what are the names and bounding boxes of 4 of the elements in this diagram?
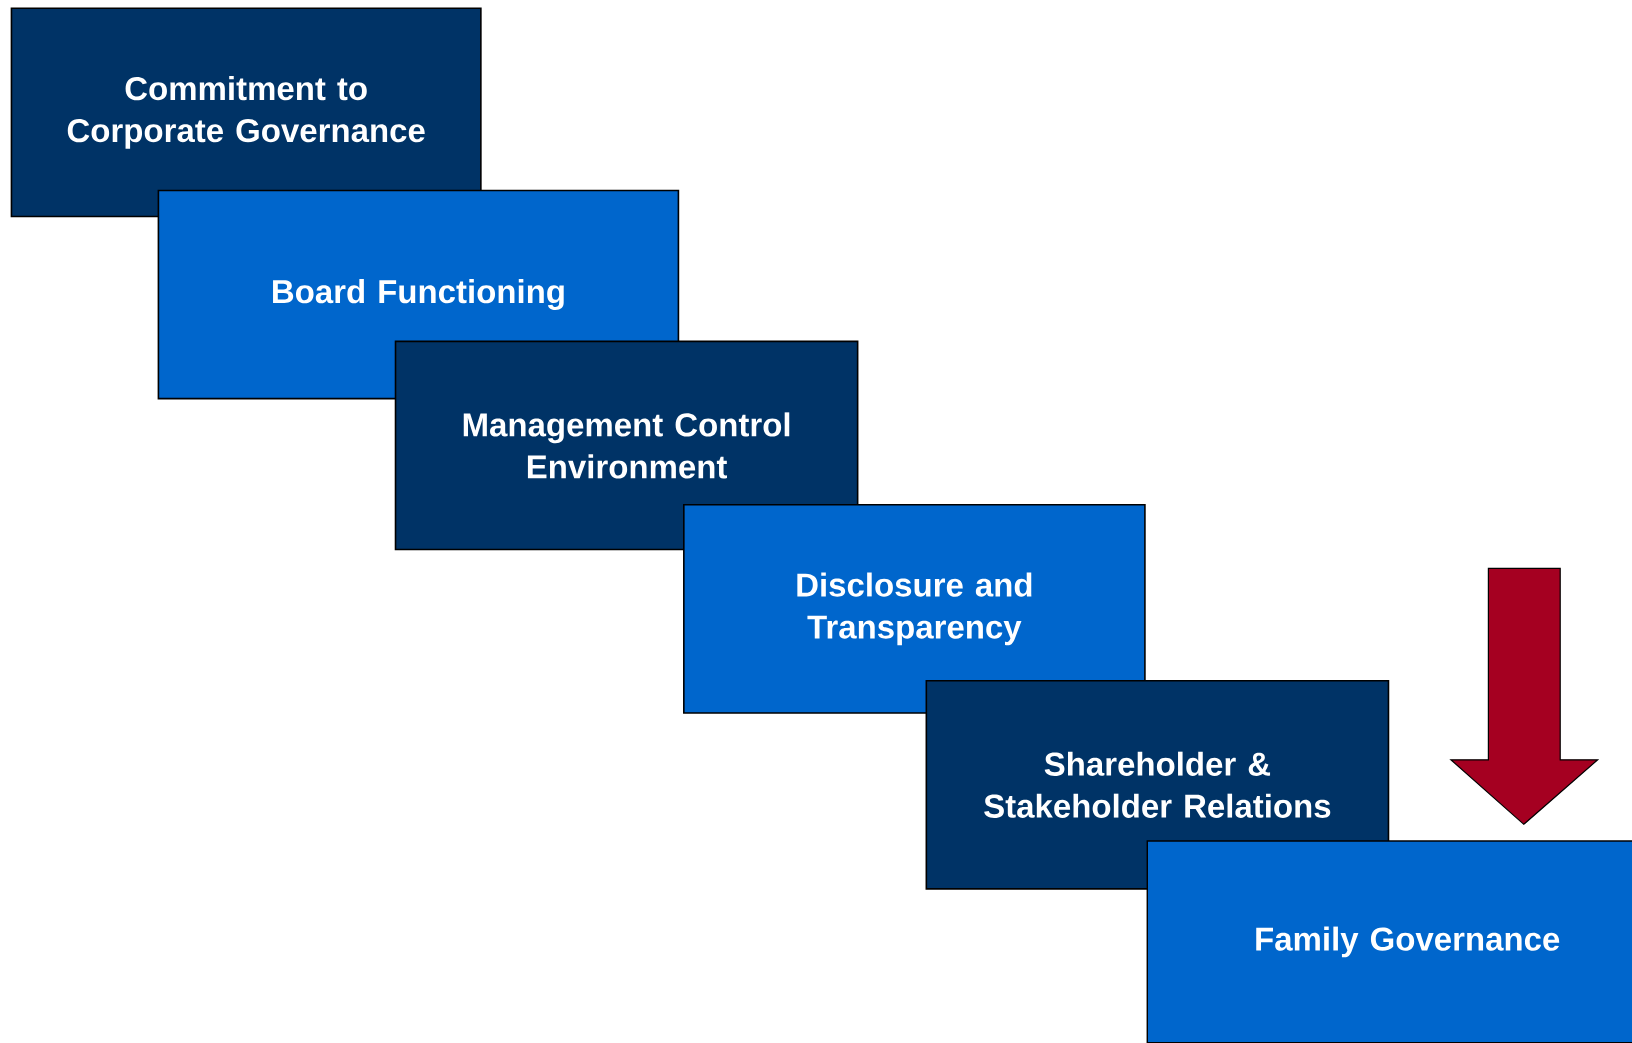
step-box: Family Governance: [1146, 840, 1632, 1043]
step-box: Disclosure and Transparency: [683, 504, 1146, 714]
step-box: Management Control Environment: [394, 340, 859, 551]
step-box: Commitment to Corporate Governance: [10, 7, 482, 218]
